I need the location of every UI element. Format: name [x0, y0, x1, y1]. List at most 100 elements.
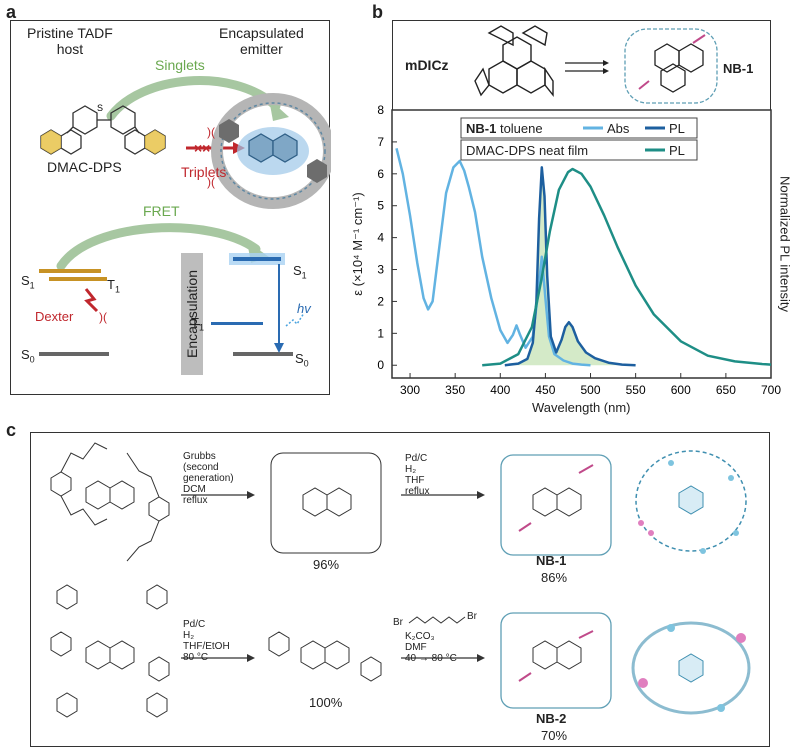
singlets-label: Singlets [155, 57, 205, 73]
y-tick-label: 8 [377, 103, 384, 117]
x-tick-label: 450 [535, 383, 555, 397]
step4-reagents: K₂CO₃ DMF 40 → 80 °C [405, 631, 457, 664]
pl-nb1-curve [504, 166, 636, 367]
legend-box-1 [460, 117, 698, 139]
intermediate-1 [270, 452, 382, 554]
x-tick-label: 400 [490, 383, 510, 397]
cross-mark-2: )( [207, 125, 215, 139]
nb2-yield: 70% [541, 728, 568, 743]
x-tick-label: 550 [626, 383, 646, 397]
start-compound-1 [50, 442, 170, 562]
y-tick-label: 2 [377, 294, 384, 308]
intermediate-2 [268, 631, 382, 682]
cross-mark-1: ×× [194, 140, 210, 156]
x-axis-label: Wavelength (nm) [532, 400, 631, 415]
s0-label-left: S0 [21, 347, 35, 365]
scheme-graphics [474, 25, 718, 104]
arrowhead-step1 [247, 491, 255, 499]
scheme-arrowhead-2 [603, 68, 609, 74]
y-axis-label-left: ε (×10⁴ M⁻¹ cm⁻¹) [350, 192, 365, 296]
t1-level-left [49, 277, 107, 281]
dexter-arrow [84, 288, 99, 313]
donor-ring-right [145, 130, 165, 154]
step1-reagents: Grubbs (second generation) DCM reflux [183, 451, 234, 506]
panel-label-c: c [6, 420, 17, 440]
donor-ring-left [41, 130, 61, 154]
s1-label-right: S1 [293, 263, 307, 281]
nb1-macrocycle [624, 28, 718, 104]
encapsulation-bar [181, 253, 203, 375]
y-tick-label: 6 [377, 167, 384, 181]
nb2-crystal-structure [631, 621, 751, 715]
tbu-group-2 [638, 80, 650, 90]
dexter-label: Dexter [35, 309, 74, 324]
s0-level-left [39, 352, 109, 356]
legend-pl-nb1-label: PL [669, 121, 685, 136]
nb1-label: NB-1 [536, 553, 567, 568]
panel-b-scheme: mDICz NB-1 [392, 20, 771, 110]
mdicz-structure [474, 25, 554, 97]
plot-frame [391, 109, 772, 379]
aryl-ring-right [307, 159, 327, 183]
hv-wave [285, 312, 305, 327]
panel-a-graphics: S ×× )( )( )( [39, 76, 331, 375]
emission-arrowhead [274, 343, 284, 353]
panel-label-b: b [372, 2, 383, 22]
fret-arrow [56, 223, 261, 271]
nb2-structure [500, 612, 612, 709]
s1-level-right [233, 257, 281, 261]
legend-row2-label: DMAC-DPS neat film [466, 143, 589, 158]
t1-label-right: T1 [191, 315, 204, 333]
y-tick-label: 7 [377, 135, 384, 149]
step2-reagents: Pd/C H₂ THF reflux [405, 453, 430, 497]
legend [460, 117, 698, 161]
hv-label: hv [297, 301, 311, 316]
tbu-group-1 [692, 34, 706, 44]
dibromoalkane [408, 616, 466, 624]
br-left: Br [393, 617, 403, 628]
mdicz-label: mDICz [405, 57, 449, 73]
y-tick-label: 0 [377, 358, 384, 372]
panel-c: Grubbs (second generation) DCM reflux 96… [30, 432, 770, 747]
s0-level-right [233, 352, 293, 356]
legend-pl-film-label: PL [669, 143, 685, 158]
nb1-crystal-structure [635, 450, 747, 554]
nb1-yield: 86% [541, 570, 568, 585]
y-tick-label: 5 [377, 199, 384, 213]
arrowhead-step4 [477, 654, 485, 662]
pl-film-curve [482, 167, 772, 367]
cross-mark-3: )( [207, 175, 215, 189]
t1-level-right [211, 322, 263, 325]
host-title: Pristine TADF host [27, 25, 113, 57]
step1-yield: 96% [313, 557, 340, 572]
x-tick-label: 500 [581, 383, 601, 397]
abs-curve [395, 148, 591, 367]
emitter-title: Encapsulated emitter [219, 25, 304, 57]
spectral-overlap-fill [504, 167, 636, 366]
arrowhead-step2 [477, 491, 485, 499]
cross-mark-4: )( [99, 310, 107, 324]
legend-row1-label: NB-1 toluene [466, 121, 543, 136]
legend-box-2 [460, 139, 698, 161]
legend-abs-label: Abs [607, 121, 630, 136]
emitter-core [248, 133, 298, 163]
s1-level-left [39, 269, 101, 273]
y-tick-label: 4 [377, 231, 384, 245]
s0-label-right: S0 [295, 351, 309, 369]
nb2-label: NB-2 [536, 711, 567, 726]
panel-label-a: a [6, 2, 17, 22]
aryl-ring-left [219, 119, 239, 143]
y-tick-label: 3 [377, 263, 384, 277]
nb1-scheme-label: NB-1 [723, 61, 754, 76]
x-tick-label: 650 [716, 383, 736, 397]
encapsulation-ring [211, 93, 331, 209]
series [395, 148, 772, 367]
arrowhead-step3 [247, 654, 255, 662]
alkyl-chain [220, 102, 326, 200]
x-tick-label: 700 [761, 383, 781, 397]
